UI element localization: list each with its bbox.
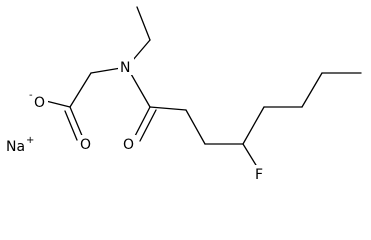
atom-nitrogen: N [120,60,130,76]
atom-oxygen-carboxyl: O [80,137,91,153]
bond-amide-o-double-b [139,109,157,142]
bond-carboxyl-o-double-a [69,106,84,139]
bond-carboxyl-o-double-b [64,110,78,141]
atom-fluorine: F [255,167,263,183]
bond-chain-c3 [185,109,206,145]
bond-chain-c7 [301,72,323,108]
bond-ethyl-ch3-ch2 [136,6,151,41]
atom-oxygen-anion: O [34,95,45,111]
bond-amide-o-double-a [133,106,151,139]
bond-chain-c2 [149,106,187,111]
atom-oxygen-amide: O [123,137,134,153]
bond-chain-c5 [242,106,265,145]
molecule-diagram: O - O N O F Na + [6,6,362,183]
bond-carboxyl-o-anion [45,100,71,108]
sodium-charge: + [26,135,34,146]
bond-ch2-carboxyl [69,72,92,108]
atom-sodium: Na [6,139,25,155]
structure-canvas: O - O N O F Na + [6,6,362,183]
oxygen-anion-charge: - [29,90,33,101]
